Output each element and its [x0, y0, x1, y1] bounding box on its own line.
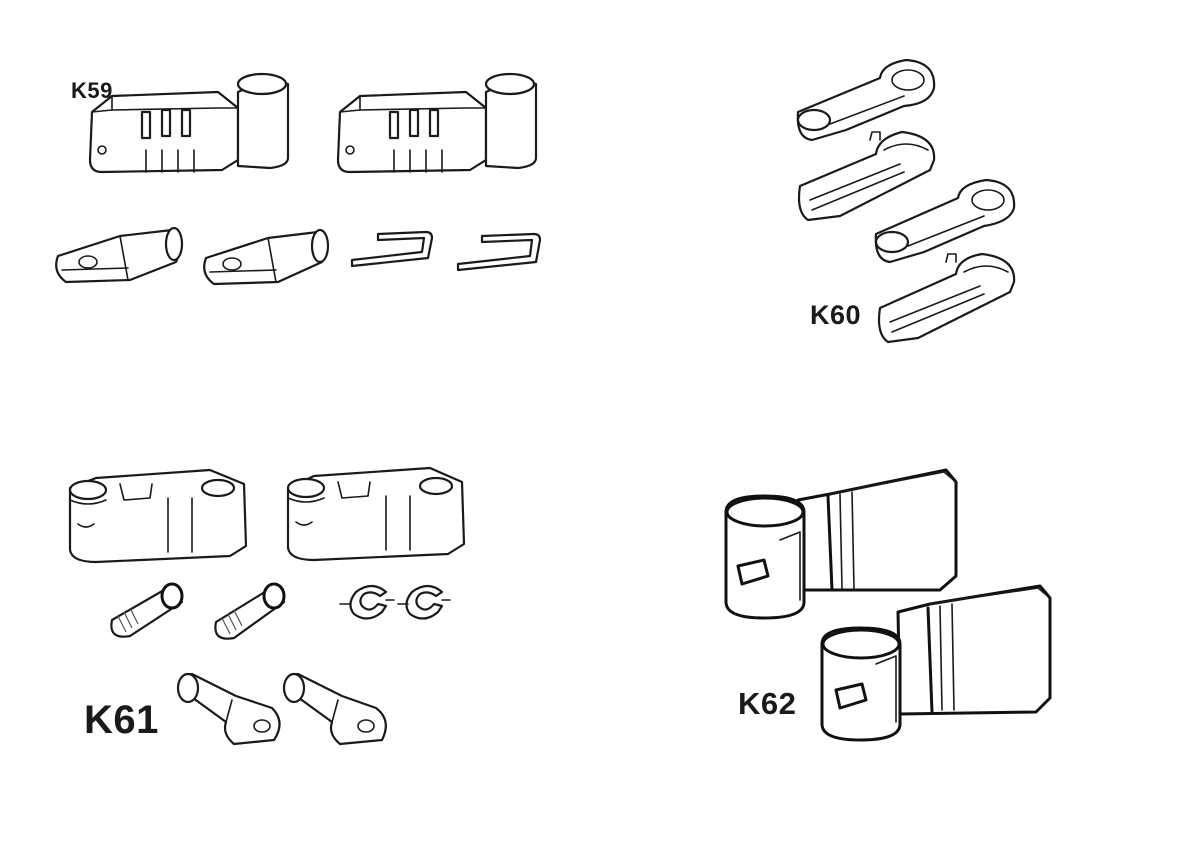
k60-arm-1-top [796, 58, 936, 142]
k59-staple-clip-1 [350, 230, 434, 268]
k61-cable-lug-2 [282, 672, 387, 746]
k59-cable-lug-2 [203, 228, 330, 286]
k60-label: K60 [810, 300, 862, 330]
k61-e-clip-1 [339, 584, 395, 620]
k62-group [724, 468, 1052, 742]
k59-connector-body-2 [336, 72, 538, 174]
k61-cable-lug-1 [176, 672, 281, 746]
k60-arm-2-bottom [877, 252, 1016, 344]
k59-label: K59 [71, 78, 113, 103]
k60-arm-2-top [874, 178, 1016, 264]
k59-staple-clip-2 [456, 232, 542, 272]
k59-cable-lug-1 [55, 226, 184, 284]
k62-clamp-1 [724, 468, 958, 620]
k60-group [796, 58, 1016, 344]
k61-pin-2 [214, 582, 286, 640]
k60-arm-1-bottom [797, 130, 936, 222]
k61-group [68, 466, 466, 746]
k62-label: K62 [738, 686, 797, 721]
k59-connector-body-1 [88, 72, 290, 174]
k59-group [55, 72, 542, 286]
k61-label: K61 [84, 698, 159, 742]
k61-hinge-block-1 [68, 468, 248, 564]
k61-pin-1 [110, 582, 184, 638]
k61-hinge-block-2 [286, 466, 466, 562]
k62-clamp-2 [820, 584, 1052, 742]
k61-e-clip-2 [397, 584, 451, 620]
